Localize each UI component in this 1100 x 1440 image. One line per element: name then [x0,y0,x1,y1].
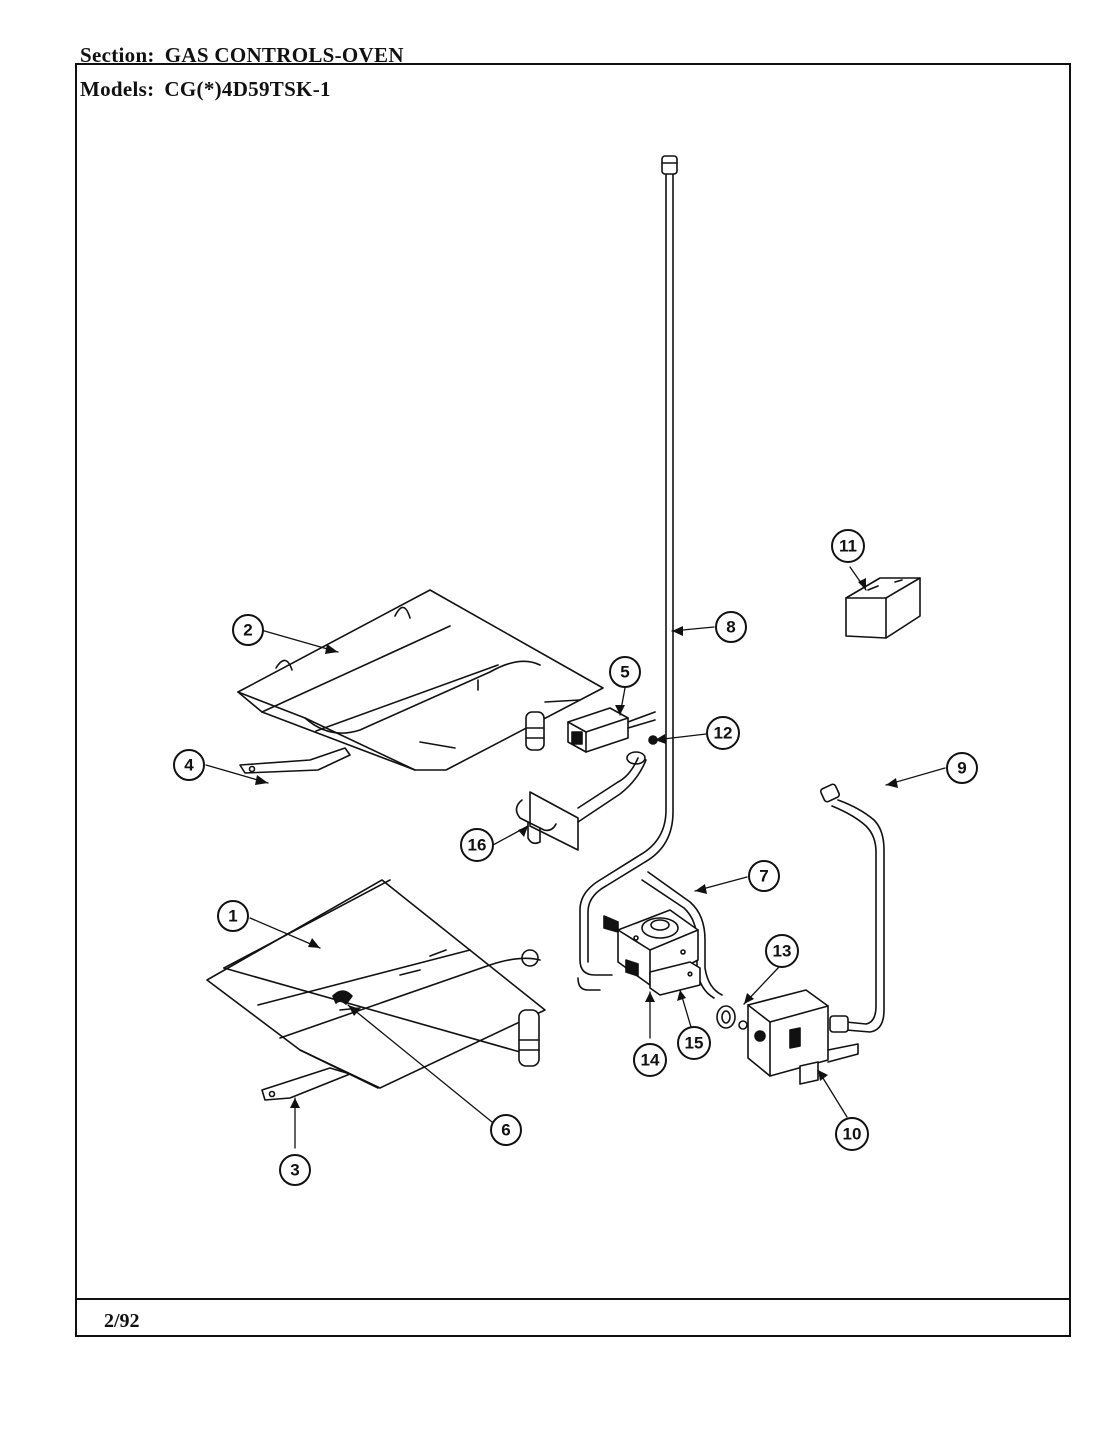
lower-baffle-part [206,879,546,1089]
igniter-part [567,707,656,753]
callout-circle-3 [279,1154,311,1186]
callout-label-14: 14 [641,1051,660,1070]
callout-circle-15 [677,1026,711,1060]
callout-label-1: 1 [228,907,237,926]
callout-label-11: 11 [839,537,857,556]
models-label: Models: [80,77,155,101]
thermostat-valve-part [738,989,859,1085]
callout-circle-8 [715,611,747,643]
lower-burner-tube [518,1009,540,1067]
orifice-holder-part [515,751,647,851]
callout-circle-13 [765,934,799,968]
revision-date: 2/92 [104,1310,140,1332]
upper-burner-tube [525,711,545,751]
callout-circle-16 [460,828,494,862]
baffle-clip-part [332,990,353,1005]
callout-label-3: 3 [290,1161,299,1180]
callout-label-8: 8 [726,618,735,637]
callout-label-6: 6 [501,1121,510,1140]
callout-circle-5 [609,656,641,688]
callout-circle-7 [748,860,780,892]
callout-circle-2 [232,614,264,646]
models-heading: Models: CG(*)4D59TSK-1 [80,77,331,102]
models-value: CG(*)4D59TSK-1 [164,77,331,101]
callout-circle-10 [835,1117,869,1151]
callout-circle-4 [173,749,205,781]
callout-circle-14 [633,1043,667,1077]
valve-bracket-part [649,961,701,996]
callout-circle-6 [490,1114,522,1146]
pilot-tube-part [579,155,678,976]
callout-label-7: 7 [759,867,768,886]
callout-label-5: 5 [620,663,629,682]
callout-label-15: 15 [685,1034,704,1053]
callout-label-2: 2 [243,621,252,640]
callout-label-10: 10 [843,1125,862,1144]
upper-bracket-part [239,747,351,774]
callout-circle-11 [831,529,865,563]
lower-bracket-part [261,1067,351,1101]
control-box-part [845,577,921,639]
callout-label-12: 12 [714,724,733,743]
callout-label-16: 16 [468,836,487,855]
callout-circle-12 [706,716,740,750]
callout-label-4: 4 [184,756,194,775]
callout-circle-9 [946,752,978,784]
leader-arrowheads [255,578,898,1108]
callout-circle-1 [217,900,249,932]
upper-baffle-part [237,589,604,771]
callout-label-13: 13 [773,942,792,961]
fitting-part [716,1005,736,1029]
callout-label-9: 9 [957,759,966,778]
supply-tube-part [819,783,885,1033]
diagram-frame [75,63,1071,1337]
